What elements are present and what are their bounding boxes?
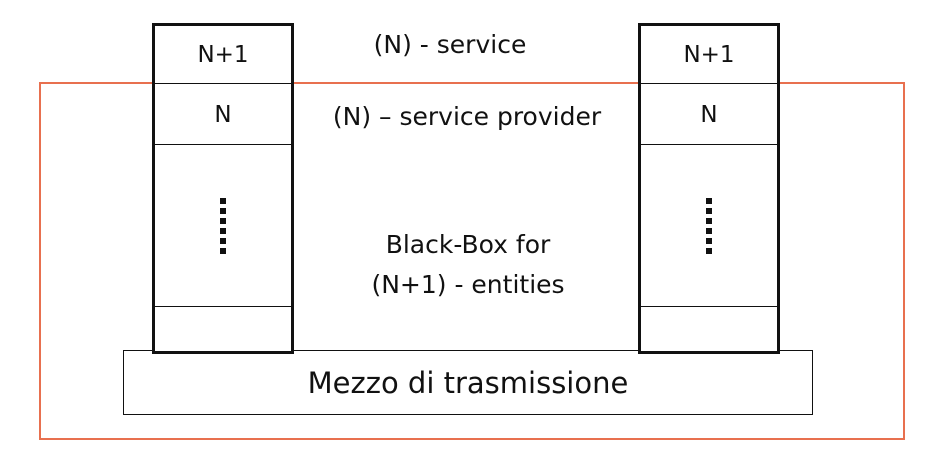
transmission-medium-label: Mezzo di trasmissione <box>307 365 629 400</box>
black-box-label-line-1: Black-Box for <box>385 230 551 259</box>
right-protocol-stack: N+1 N <box>638 23 780 354</box>
left-lowest-layer <box>155 306 291 355</box>
service-label: (N) - service <box>373 30 527 59</box>
left-layer-n-label: N <box>214 101 232 128</box>
service-provider-boundary <box>39 82 905 440</box>
left-layer-n-plus-1-label: N+1 <box>197 41 249 68</box>
left-protocol-stack: N+1 N <box>152 23 294 354</box>
left-layer-n-plus-1: N+1 <box>155 26 291 83</box>
black-box-label: Black-Box for (N+1) - entities <box>330 225 606 305</box>
right-ellipsis-layers <box>641 144 777 307</box>
vertical-ellipsis-icon <box>220 198 226 254</box>
left-ellipsis-layers <box>155 144 291 307</box>
transmission-medium: Mezzo di trasmissione <box>123 350 813 415</box>
right-layer-n-plus-1-label: N+1 <box>683 41 735 68</box>
right-layer-n: N <box>641 83 777 145</box>
right-layer-n-plus-1: N+1 <box>641 26 777 83</box>
right-lowest-layer <box>641 306 777 355</box>
left-layer-n: N <box>155 83 291 145</box>
black-box-label-line-2: (N+1) - entities <box>371 270 565 299</box>
vertical-ellipsis-icon <box>706 198 712 254</box>
service-provider-label: (N) – service provider <box>332 102 602 131</box>
right-layer-n-label: N <box>700 101 718 128</box>
